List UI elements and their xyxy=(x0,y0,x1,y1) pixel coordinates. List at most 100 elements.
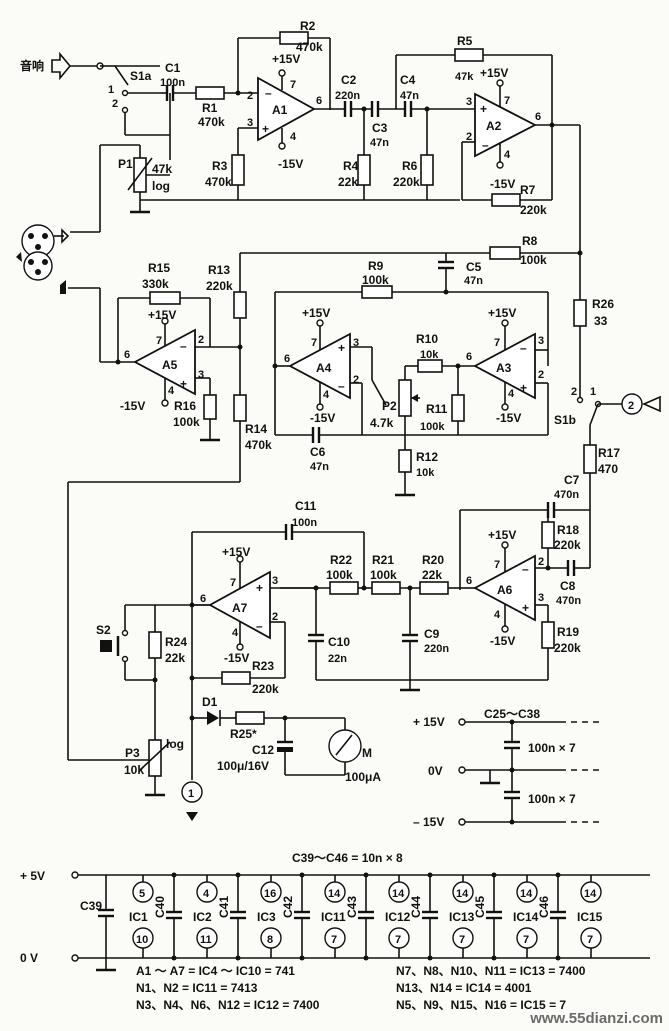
svg-text:10k: 10k xyxy=(124,763,144,777)
ic-label: IC2 xyxy=(193,910,212,924)
ic-vcc-pin xyxy=(452,881,474,903)
ic-vcc-pin xyxy=(516,881,538,903)
ic-vcc-pin-number: 16 xyxy=(264,888,276,900)
resistor-r23 xyxy=(221,671,251,685)
svg-text:-15V: -15V xyxy=(490,177,515,191)
svg-text:2: 2 xyxy=(628,400,634,412)
svg-text:A5: A5 xyxy=(162,358,178,372)
svg-text:6: 6 xyxy=(466,575,472,587)
svg-text:N13、N14 = IC14 = 4001: N13、N14 = IC14 = 4001 xyxy=(396,981,532,995)
ic-vcc-pin xyxy=(260,881,282,903)
ic-label: IC11 xyxy=(321,910,346,924)
svg-text:R11: R11 xyxy=(426,402,448,416)
svg-text:7: 7 xyxy=(290,79,296,91)
svg-text:A6: A6 xyxy=(497,583,513,597)
svg-text:47n: 47n xyxy=(400,90,419,102)
decoupling-cap-label: C46 xyxy=(537,896,551,918)
s1b-section: R26 33 2 1 S1b 2 R17 470 xyxy=(554,297,661,568)
svg-text:100k: 100k xyxy=(370,568,397,582)
svg-text:100k: 100k xyxy=(173,415,200,429)
svg-text:+: + xyxy=(256,581,263,595)
resistor-r13 xyxy=(233,291,247,319)
svg-text:C6: C6 xyxy=(310,445,326,459)
audio-jack-icon xyxy=(51,51,72,81)
svg-text:+: + xyxy=(180,377,187,391)
svg-text:22k: 22k xyxy=(422,568,442,582)
svg-text:C9: C9 xyxy=(424,627,440,641)
resistor-r1 xyxy=(195,86,225,100)
svg-text:log: log xyxy=(166,737,184,751)
resistor-r12 xyxy=(398,449,412,473)
ic-gnd-pin-number: 7 xyxy=(587,934,593,946)
svg-text:100k: 100k xyxy=(420,421,445,433)
svg-text:220n: 220n xyxy=(335,90,360,102)
svg-text:+ 5V: + 5V xyxy=(20,869,45,883)
potentiometer-p2[interactable] xyxy=(398,379,412,417)
input-section: 音响 S1a 1 2 C1 100n R1 470k R2 470k xyxy=(20,19,345,200)
decoupling-cap-label: C45 xyxy=(473,896,487,918)
resistor-r15 xyxy=(149,291,181,305)
svg-text:P3: P3 xyxy=(125,746,140,760)
a6-section: C7 470n R18 220k C8 470n – + A6 6 2 3 +1… xyxy=(191,473,590,692)
svg-text:47k: 47k xyxy=(455,71,474,83)
resistor-r19 xyxy=(541,621,555,649)
svg-text:1: 1 xyxy=(590,386,596,398)
svg-text:R1: R1 xyxy=(202,101,218,115)
svg-text:R21: R21 xyxy=(372,553,394,567)
svg-text:R19: R19 xyxy=(557,625,579,639)
svg-text:R6: R6 xyxy=(402,159,418,173)
svg-text:100k: 100k xyxy=(362,273,389,287)
svg-text:220k: 220k xyxy=(554,538,581,552)
resistor-r5 xyxy=(454,48,484,62)
svg-text:P2: P2 xyxy=(382,399,397,413)
svg-text:1: 1 xyxy=(108,84,114,96)
svg-text:-15V: -15V xyxy=(120,399,145,413)
ic-vcc-pin-number: 5 xyxy=(139,888,145,900)
svg-text:+: + xyxy=(338,341,345,355)
potentiometer-p3[interactable] xyxy=(148,739,162,777)
svg-text:S2: S2 xyxy=(96,623,111,637)
svg-text:470k: 470k xyxy=(296,40,323,54)
svg-text:R13: R13 xyxy=(208,263,230,277)
svg-text:4: 4 xyxy=(508,388,515,400)
svg-text:–: – xyxy=(520,341,527,355)
svg-text:-15V: -15V xyxy=(310,411,335,425)
svg-text:C2: C2 xyxy=(341,73,357,87)
meter-m-icon xyxy=(328,729,362,763)
svg-text:R12: R12 xyxy=(416,450,438,464)
svg-text:7: 7 xyxy=(504,95,510,107)
decoupling-cap-label: C43 xyxy=(345,896,359,918)
svg-text:10k: 10k xyxy=(420,349,439,361)
svg-text:C1: C1 xyxy=(165,61,181,75)
ic-label: IC1 xyxy=(129,910,148,924)
ic-label: IC14 xyxy=(513,910,539,924)
svg-text:7: 7 xyxy=(311,337,317,349)
svg-text:+15V: +15V xyxy=(272,52,300,66)
ic-vcc-pin xyxy=(324,881,346,903)
svg-text:0 V: 0 V xyxy=(20,951,38,965)
svg-text:R22: R22 xyxy=(330,553,352,567)
resistor-r21 xyxy=(371,581,401,595)
switch-s1a-label[interactable]: S1a xyxy=(130,69,152,83)
connector-1[interactable] xyxy=(181,781,203,803)
svg-text:C12: C12 xyxy=(252,743,274,757)
svg-text:0V: 0V xyxy=(428,764,443,778)
svg-text:2: 2 xyxy=(112,98,118,110)
ic-label: IC15 xyxy=(577,910,603,924)
svg-text:A4: A4 xyxy=(316,361,332,375)
pushbutton-s2[interactable] xyxy=(100,640,112,652)
svg-text:2: 2 xyxy=(538,556,544,568)
svg-text:22k: 22k xyxy=(165,651,185,665)
ic-label: IC3 xyxy=(257,910,276,924)
input-arrow-icon xyxy=(186,812,198,821)
switch-s1b-label[interactable]: S1b xyxy=(554,413,576,427)
resistor-r25 xyxy=(235,711,265,725)
svg-text:C8: C8 xyxy=(560,579,576,593)
ic-gnd-pin-number: 7 xyxy=(331,934,337,946)
svg-text:A1: A1 xyxy=(272,103,288,117)
connector-2[interactable] xyxy=(621,393,643,415)
resistor-r11 xyxy=(451,394,465,422)
xlr-connector-icon xyxy=(23,251,53,281)
svg-text:D1: D1 xyxy=(202,695,218,709)
svg-text:7: 7 xyxy=(494,559,500,571)
